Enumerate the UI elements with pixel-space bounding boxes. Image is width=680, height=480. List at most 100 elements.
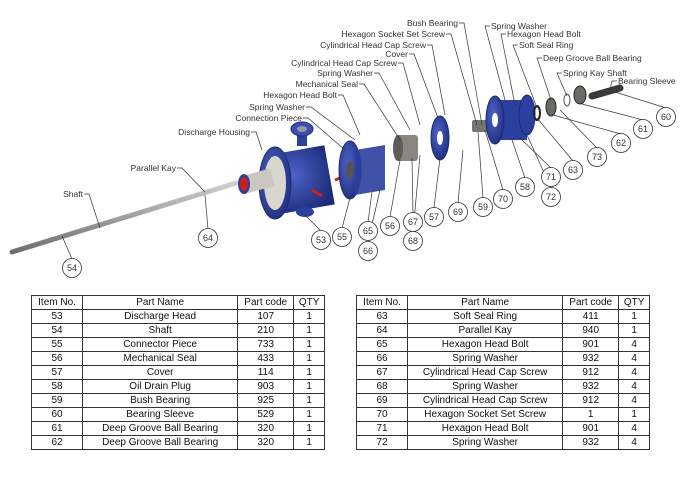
callout-circle (515, 177, 535, 197)
cell-qty: 4 (618, 393, 650, 408)
leader-line (303, 117, 346, 151)
cell-part-code: 901 (562, 421, 620, 436)
cell-qty: 1 (293, 309, 325, 324)
cell-part-code: 107 (237, 309, 295, 324)
part-label: Parallel Kay (131, 163, 177, 173)
cell-part-code: 411 (562, 309, 620, 324)
cell-part-name: Spring Washer (407, 435, 564, 450)
callout-leader (61, 235, 73, 260)
cell-part-name: Bearing Sleeve (82, 407, 239, 422)
leader-line (484, 25, 506, 101)
callout-66: 66 (358, 241, 378, 261)
callout-circle (541, 167, 561, 187)
cell-part-name: Cover (82, 365, 239, 380)
callout-leader (204, 194, 209, 230)
cell-qty: 1 (293, 393, 325, 408)
callout-circle (656, 107, 676, 127)
callout-number: 64 (203, 233, 213, 243)
cell-part-name: Spring Washer (407, 379, 564, 394)
spring-kay-shaft-part (563, 93, 571, 107)
soft-seal-ring-part (533, 105, 541, 121)
callout-leader (477, 131, 484, 199)
callout-leader (536, 117, 574, 162)
cell-part-code: 733 (237, 337, 295, 352)
callout-54: 54 (62, 258, 82, 278)
cell-item-no: 65 (355, 337, 409, 352)
cover-part (430, 115, 450, 161)
callout-leader (552, 114, 622, 135)
callout-number: 72 (546, 192, 556, 202)
callout-69: 69 (448, 202, 468, 222)
cell-item-no: 56 (30, 351, 84, 366)
part-label: Bearing Sleeve (618, 76, 676, 86)
leader-line (536, 57, 552, 101)
cell-qty: 1 (293, 379, 325, 394)
cell-item-no: 60 (30, 407, 84, 422)
callout-circle (332, 227, 352, 247)
cell-item-no: 70 (355, 407, 409, 422)
cell-part-code: 901 (562, 337, 620, 352)
cell-qty: 1 (293, 337, 325, 352)
cell-qty: 4 (618, 351, 650, 366)
cell-part-name: Hexagon Head Bolt (407, 421, 564, 436)
cell-item-no: 68 (355, 379, 409, 394)
cell-item-no: 64 (355, 323, 409, 338)
leader-line (459, 22, 483, 126)
callout-circle (448, 202, 468, 222)
cell-item-no: 72 (355, 435, 409, 450)
leader-line (84, 193, 101, 229)
leader-line (556, 72, 568, 97)
leader-line (338, 94, 361, 136)
callout-circle (198, 228, 218, 248)
callout-circle (587, 147, 607, 167)
callout-circle (473, 197, 493, 217)
callout-leader (304, 214, 322, 232)
cell-part-name: Spring Washer (407, 351, 564, 366)
part-label: Shaft (63, 189, 83, 199)
cell-qty: 4 (618, 379, 650, 394)
callout-leader (411, 157, 414, 214)
cell-qty: 1 (293, 351, 325, 366)
cell-qty: 1 (618, 323, 650, 338)
part-label: Soft Seal Ring (519, 40, 574, 50)
callout-68: 68 (403, 231, 423, 251)
part-label: Cylindrical Head Cap Screw (291, 58, 398, 68)
callout-number: 55 (337, 232, 347, 242)
callout-56: 56 (380, 216, 400, 236)
cell-part-code: 114 (237, 365, 295, 380)
cell-part-name: Deep Groove Ball Bearing (82, 421, 239, 436)
cell-qty: 1 (293, 407, 325, 422)
leader-line (177, 167, 206, 193)
cell-part-code: 529 (237, 407, 295, 422)
callout-leader (389, 159, 401, 218)
cell-item-no: 66 (355, 351, 409, 366)
part-label: Cylindrical Head Cap Screw (320, 40, 427, 50)
callout-61: 61 (633, 119, 653, 139)
cell-item-no: 63 (355, 309, 409, 324)
callout-circle (358, 221, 378, 241)
cell-item-no: 67 (355, 365, 409, 380)
cell-item-no: 71 (355, 421, 409, 436)
cell-part-name: Hexagon Head Bolt (407, 337, 564, 352)
callout-circle (403, 231, 423, 251)
cell-item-no: 59 (30, 393, 84, 408)
callout-number: 73 (592, 152, 602, 162)
cell-item-no: 58 (30, 379, 84, 394)
callout-number: 60 (661, 112, 671, 122)
cell-part-code: 320 (237, 435, 295, 450)
callout-62: 62 (611, 133, 631, 153)
cell-item-no: 53 (30, 309, 84, 324)
cell-part-code: 912 (562, 393, 620, 408)
callout-number: 53 (316, 235, 326, 245)
callout-number: 59 (478, 202, 488, 212)
